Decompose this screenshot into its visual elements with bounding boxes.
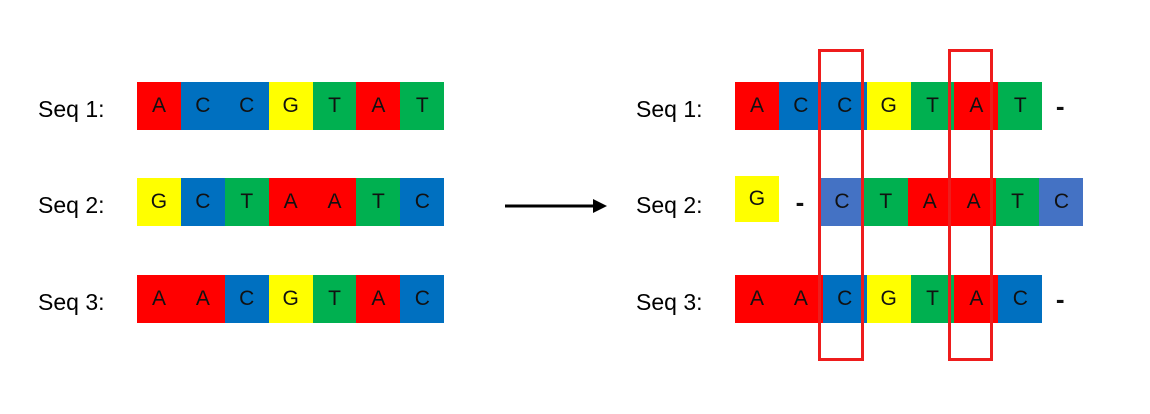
base-cell: A xyxy=(312,178,357,226)
base-cell: C xyxy=(998,275,1043,323)
gap-dash: - xyxy=(1055,283,1065,314)
left-seq2-label: Seq 2: xyxy=(38,192,105,218)
base-cell: C xyxy=(180,82,225,130)
base-cell: T xyxy=(400,82,445,130)
base-cell: T xyxy=(312,275,357,323)
base-cell: T xyxy=(998,82,1043,130)
base-cell: A xyxy=(137,275,181,323)
right-seq1-label: Seq 1: xyxy=(636,96,703,122)
base-cell: C xyxy=(1039,178,1084,226)
base-cell: T xyxy=(910,275,955,323)
base-cell: C xyxy=(400,178,445,226)
base-cell: A xyxy=(137,82,181,130)
base-cell: G xyxy=(268,275,313,323)
base-cell: A xyxy=(180,275,225,323)
base-cell: T xyxy=(995,178,1040,226)
base-cell: G xyxy=(866,82,911,130)
base-cell: G xyxy=(268,82,313,130)
left-seq3-label: Seq 3: xyxy=(38,289,105,315)
base-cell: A xyxy=(356,82,401,130)
base-cell: A xyxy=(735,275,779,323)
base-cell: A xyxy=(778,275,823,323)
left-seq1-label: Seq 1: xyxy=(38,96,105,122)
right-seq2-g: G xyxy=(735,176,779,224)
base-cell: A xyxy=(951,178,996,226)
base-cell: A xyxy=(907,178,952,226)
base-cell: C xyxy=(822,82,867,130)
base-cell: C xyxy=(224,82,269,130)
base-cell: T xyxy=(312,82,357,130)
gap-dash: - xyxy=(795,186,805,217)
gap-dash: - xyxy=(1055,90,1065,121)
base-cell: C xyxy=(400,275,445,323)
highlight-box-column-3 xyxy=(818,49,864,361)
base-cell: C xyxy=(224,275,269,323)
right-seq2-gap: - xyxy=(782,178,818,226)
base-cell: T xyxy=(356,178,401,226)
base-cell: C xyxy=(180,178,225,226)
base-cell: A xyxy=(356,275,401,323)
base-cell: T xyxy=(863,178,908,226)
base-cell: G xyxy=(137,178,181,226)
base-cell: A xyxy=(268,178,313,226)
base-cell: C xyxy=(778,82,823,130)
right-seq2-label: Seq 2: xyxy=(636,192,703,218)
highlight-box-column-6 xyxy=(948,49,993,361)
base-cell: G xyxy=(735,176,779,222)
base-cell: A xyxy=(735,82,779,130)
right-arrow-icon xyxy=(505,199,607,213)
base-cell: G xyxy=(866,275,911,323)
base-cell: T xyxy=(224,178,269,226)
base-cell: C xyxy=(820,178,864,226)
base-cell: T xyxy=(910,82,955,130)
right-seq3-label: Seq 3: xyxy=(636,289,703,315)
base-cell: C xyxy=(822,275,867,323)
